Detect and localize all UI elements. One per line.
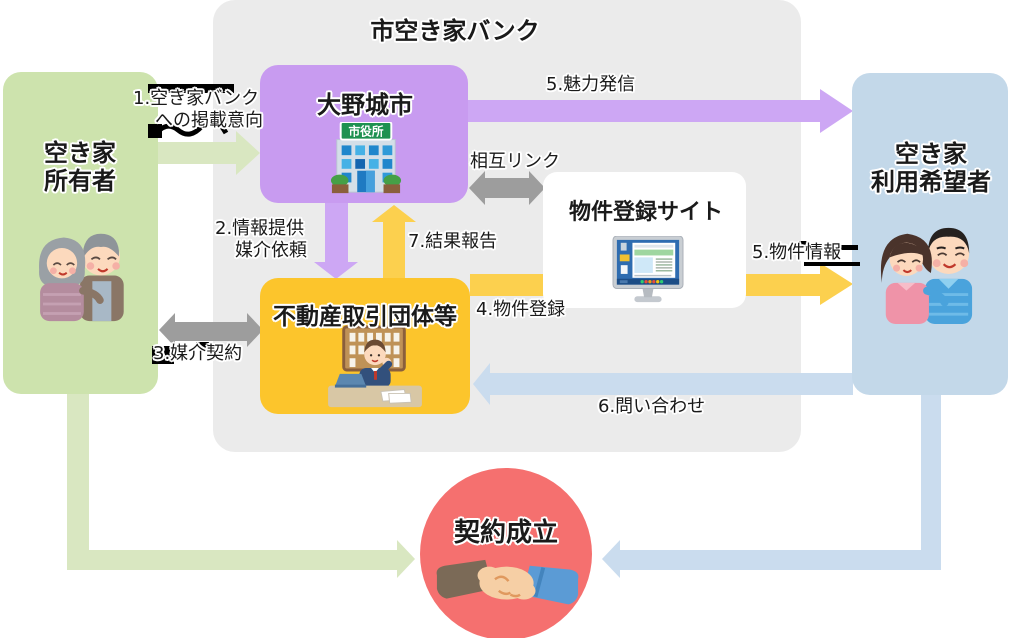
arrow-report-head (372, 202, 416, 222)
city-hall-sign-text: 市役所 (348, 125, 383, 139)
seeker-to-contract-path-horizontal (617, 550, 941, 570)
arrow-mutual-link-head-right (529, 171, 548, 205)
arrow-property-info-head (820, 263, 856, 305)
glitch-artifact (834, 245, 858, 250)
bank-title: 市空き家バンク (370, 17, 540, 45)
realtor-agent-illustration (325, 325, 425, 413)
site-monitor-icon (611, 236, 685, 306)
owner-to-contract-path-vertical (67, 393, 89, 563)
arrow-inquiry-label: 6.問い合わせ (598, 396, 706, 417)
seeker-couple-illustration (873, 222, 978, 325)
city-hall-bushes (330, 174, 402, 194)
handshake-illustration (435, 546, 580, 626)
info-mediation-line2: 媒介依頼 (235, 240, 307, 261)
contract-label: 契約成立 (453, 518, 559, 548)
seeker-label-line2: 利用希望者 (871, 168, 991, 196)
young-woman (880, 233, 949, 325)
glitch-artifact (196, 342, 209, 348)
agent-person (359, 339, 393, 388)
contract-circle (420, 468, 592, 638)
glitch-artifact (148, 116, 230, 144)
arrow-mutual-link-head-left (466, 171, 485, 205)
glitch-artifact (804, 262, 860, 266)
desktop-icons (619, 242, 630, 274)
owner-box (3, 72, 158, 394)
seeker-box (852, 73, 1008, 395)
arrow-property-register-label: 4.物件登録 (476, 299, 566, 320)
owner-to-contract-arrowhead (397, 540, 418, 578)
arrow-mediation-contract (172, 322, 247, 341)
left-sleeve (436, 559, 493, 599)
browser-window (632, 242, 676, 278)
agent-desk (328, 373, 422, 408)
seeker-label: 空き家 利用希望者 (871, 140, 991, 196)
info-mediation-line1: 2.情報提供 (215, 218, 305, 239)
arrow-mutual-link-label: 相互リンク (470, 151, 560, 172)
arrow-mediation-contract-head-right (247, 313, 266, 347)
arrow-info-mediation-label: 2.情報提供 媒介依頼 (215, 218, 307, 262)
glitch-artifact (152, 346, 174, 364)
realtor-label: 不動産取引団体等 (273, 304, 457, 330)
city-hall-icon: 市役所 (329, 122, 403, 200)
seeker-label-line1: 空き家 (895, 140, 967, 168)
glitch-artifact (148, 84, 234, 93)
elderly-man (80, 233, 124, 322)
seeker-to-contract-arrowhead (599, 540, 620, 578)
arrow-listing-intent-label: 1.空き家バンク への掲載意向 (133, 88, 263, 132)
owner-label-line2: 所有者 (44, 167, 116, 195)
arrow-info-mediation (325, 203, 348, 264)
listing-intent-line2: への掲載意向 (155, 110, 263, 131)
arrow-appeal-head (820, 89, 856, 133)
arrow-info-mediation-head (314, 262, 358, 282)
elderly-woman (39, 237, 104, 322)
owner-couple-illustration (25, 228, 135, 323)
arrow-property-info-label: 5.物件情報 (752, 242, 842, 263)
glitch-artifact (798, 241, 807, 247)
seeker-to-contract-path-vertical (921, 393, 941, 563)
arrow-report-label: 7.結果報告 (408, 231, 498, 252)
arrow-appeal (468, 100, 820, 122)
arrow-mediation-contract-head-left (156, 313, 175, 347)
arrow-mutual-link (482, 178, 529, 198)
owner-to-contract-path-horizontal (67, 550, 397, 570)
young-man (925, 227, 973, 325)
arrow-inquiry-head (470, 363, 490, 405)
taskbar-dots (619, 280, 664, 284)
arrow-appeal-label: 5.魅力発信 (546, 74, 636, 95)
arrow-inquiry (487, 373, 853, 395)
site-label: 物件登録サイト (568, 200, 724, 225)
owner-label-line1: 空き家 (44, 139, 116, 167)
arrow-listing-intent-head (236, 131, 263, 175)
arrow-listing-intent (158, 142, 236, 164)
owner-label: 空き家 所有者 (44, 139, 116, 195)
listing-intent-line1: 1.空き家バンク (133, 88, 260, 109)
arrow-report (383, 218, 405, 278)
arrow-mediation-contract-label: 3.媒介契約 (153, 343, 243, 364)
city-label: 大野城市 (317, 91, 413, 119)
